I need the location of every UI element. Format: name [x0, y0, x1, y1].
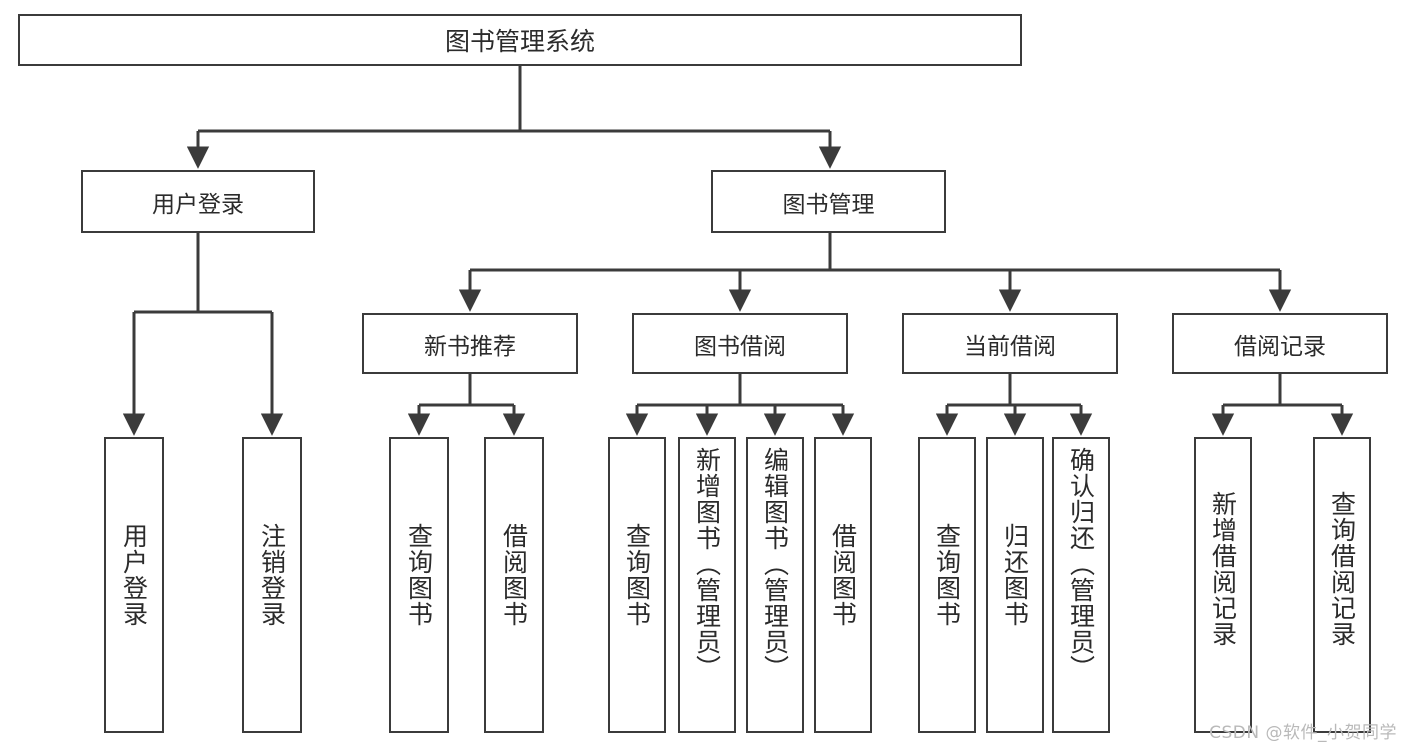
- node-leaf-edit-book-admin-label: 编辑图书（管理员）: [760, 447, 790, 681]
- node-current-borrow-label: 当前借阅: [964, 333, 1056, 360]
- node-user-login-label: 用户登录: [152, 191, 244, 218]
- node-leaf-confirm-return-admin[interactable]: 确认归还（管理员）: [1052, 437, 1110, 733]
- node-root-label: 图书管理系统: [444, 27, 595, 56]
- node-current-borrow[interactable]: 当前借阅: [902, 313, 1118, 374]
- node-leaf-return-book[interactable]: 归还图书: [986, 437, 1044, 733]
- node-leaf-add-borrow-record[interactable]: 新增借阅记录: [1194, 437, 1252, 733]
- node-leaf-query-borrow-record-label: 查询借阅记录: [1327, 491, 1357, 647]
- node-leaf-borrow-query-book[interactable]: 查询图书: [608, 437, 666, 733]
- node-leaf-query-borrow-record[interactable]: 查询借阅记录: [1313, 437, 1371, 733]
- node-user-login[interactable]: 用户登录: [81, 170, 315, 233]
- node-leaf-rec-borrow-book[interactable]: 借阅图书: [484, 437, 544, 733]
- node-book-borrow-label: 图书借阅: [694, 333, 786, 360]
- node-leaf-rec-borrow-book-label: 借阅图书: [499, 523, 529, 627]
- node-borrow-record-label: 借阅记录: [1234, 333, 1326, 360]
- node-leaf-borrow-book[interactable]: 借阅图书: [814, 437, 872, 733]
- node-leaf-cur-query-book[interactable]: 查询图书: [918, 437, 976, 733]
- node-leaf-rec-query-book[interactable]: 查询图书: [389, 437, 449, 733]
- node-leaf-user-logout[interactable]: 注销登录: [242, 437, 302, 733]
- node-leaf-borrow-book-label: 借阅图书: [828, 523, 858, 627]
- node-leaf-user-login-label: 用户登录: [119, 523, 149, 627]
- node-leaf-confirm-return-admin-label: 确认归还（管理员）: [1066, 447, 1096, 681]
- node-leaf-return-book-label: 归还图书: [1000, 523, 1030, 627]
- node-leaf-add-book-admin[interactable]: 新增图书（管理员）: [678, 437, 736, 733]
- node-new-book-rec-label: 新书推荐: [424, 333, 516, 360]
- node-leaf-cur-query-book-label: 查询图书: [932, 523, 962, 627]
- node-book-manage[interactable]: 图书管理: [711, 170, 946, 233]
- node-leaf-add-book-admin-label: 新增图书（管理员）: [692, 447, 722, 681]
- node-book-borrow[interactable]: 图书借阅: [632, 313, 848, 374]
- node-root[interactable]: 图书管理系统: [18, 14, 1022, 66]
- node-book-manage-label: 图书管理: [782, 191, 875, 218]
- node-leaf-edit-book-admin[interactable]: 编辑图书（管理员）: [746, 437, 804, 733]
- node-leaf-user-logout-label: 注销登录: [257, 523, 287, 627]
- node-new-book-rec[interactable]: 新书推荐: [362, 313, 578, 374]
- node-borrow-record[interactable]: 借阅记录: [1172, 313, 1388, 374]
- node-leaf-add-borrow-record-label: 新增借阅记录: [1208, 491, 1238, 647]
- node-leaf-borrow-query-book-label: 查询图书: [622, 523, 652, 627]
- node-leaf-rec-query-book-label: 查询图书: [404, 523, 434, 627]
- node-leaf-user-login[interactable]: 用户登录: [104, 437, 164, 733]
